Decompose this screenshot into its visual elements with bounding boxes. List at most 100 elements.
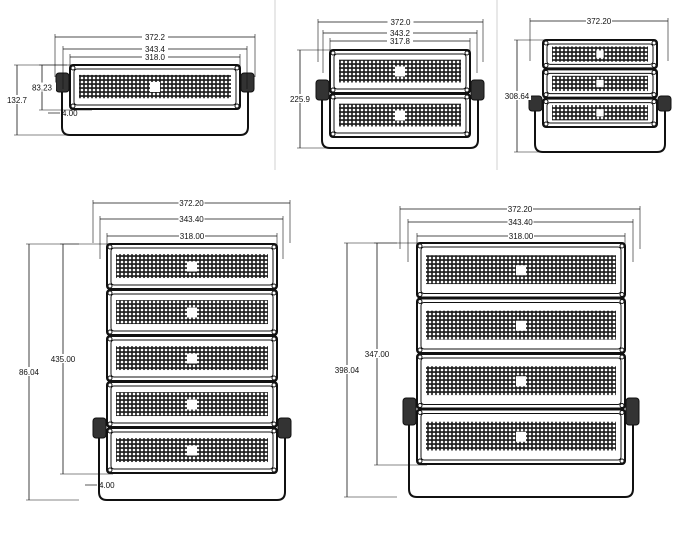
screw-icon bbox=[619, 347, 625, 353]
center-lens bbox=[395, 110, 405, 121]
adjustment-knob bbox=[277, 417, 292, 439]
adjustment-knob bbox=[625, 397, 640, 426]
dimension-label-bg bbox=[179, 231, 205, 240]
screw-icon bbox=[464, 87, 470, 93]
dimension-label-bg bbox=[3, 95, 31, 104]
screw-icon bbox=[619, 354, 625, 360]
screw-icon bbox=[107, 290, 113, 296]
dimension-label: 132.7 bbox=[7, 96, 28, 105]
offset-label: 4.00 bbox=[99, 481, 115, 490]
screw-icon bbox=[271, 375, 277, 381]
adjustment-knob bbox=[55, 72, 70, 93]
dimension-label: 343.2 bbox=[390, 29, 411, 38]
screw-icon bbox=[271, 428, 277, 434]
screw-icon bbox=[107, 336, 113, 342]
screw-icon bbox=[417, 243, 423, 249]
led-module-frame bbox=[420, 413, 622, 461]
dimension-label-bg bbox=[178, 214, 205, 223]
screw-icon bbox=[271, 382, 277, 388]
dimension-label: 372.20 bbox=[587, 17, 612, 26]
screw-icon bbox=[619, 403, 625, 408]
screw-icon bbox=[464, 131, 470, 137]
led-module-frame bbox=[110, 247, 274, 286]
dimension-label: 308.64 bbox=[505, 92, 530, 101]
led-module-frame bbox=[546, 102, 654, 124]
dimension-label-bg bbox=[142, 44, 168, 53]
screw-icon bbox=[619, 243, 625, 249]
dimension-label: 318.0 bbox=[145, 53, 166, 62]
led-module-frame bbox=[110, 293, 274, 332]
screw-icon bbox=[107, 375, 113, 381]
dimension-label: 343.40 bbox=[179, 215, 204, 224]
led-module-frame bbox=[110, 385, 274, 424]
dimension-label-bg bbox=[142, 52, 168, 61]
screw-icon bbox=[651, 69, 657, 75]
dimension-label: 372.20 bbox=[179, 199, 204, 208]
dimension-label-bg bbox=[286, 94, 314, 103]
screw-icon bbox=[651, 92, 657, 98]
center-lens bbox=[150, 82, 160, 92]
led-module-frame bbox=[110, 339, 274, 378]
adjustment-knob bbox=[657, 95, 672, 112]
screw-icon bbox=[271, 467, 277, 473]
dimension-label-bg bbox=[586, 16, 612, 25]
screw-icon bbox=[464, 50, 470, 56]
screw-icon bbox=[543, 62, 549, 68]
dimension-label-bg bbox=[178, 198, 205, 207]
adjustment-knob bbox=[402, 397, 417, 426]
center-lens bbox=[395, 66, 405, 77]
screw-icon bbox=[417, 403, 423, 408]
screw-icon bbox=[107, 467, 113, 473]
screw-icon bbox=[107, 329, 113, 335]
dimension-label-bg bbox=[507, 217, 534, 226]
screw-icon bbox=[619, 299, 625, 304]
screw-icon bbox=[464, 94, 470, 100]
dimension-label: 317.8 bbox=[390, 37, 411, 46]
dimension-label: 347.00 bbox=[365, 350, 390, 359]
dimension-label: 86.04 bbox=[19, 368, 40, 377]
screw-icon bbox=[271, 283, 277, 289]
screw-icon bbox=[234, 103, 240, 109]
center-lens bbox=[596, 50, 604, 58]
dimension-label: 318.00 bbox=[180, 232, 205, 241]
adjustment-knob bbox=[240, 72, 255, 93]
screw-icon bbox=[651, 99, 657, 105]
center-lens bbox=[187, 353, 197, 364]
dimension-label: 343.40 bbox=[508, 218, 533, 227]
offset-label: 4.00 bbox=[62, 109, 78, 118]
dimension-label: 372.2 bbox=[145, 33, 166, 42]
center-lens bbox=[187, 307, 197, 318]
screw-icon bbox=[107, 283, 113, 289]
mounting-bracket bbox=[321, 80, 479, 149]
mounting-bracket bbox=[61, 73, 249, 136]
center-lens bbox=[596, 79, 604, 88]
center-lens bbox=[187, 261, 197, 272]
screw-icon bbox=[271, 329, 277, 335]
screw-icon bbox=[271, 244, 277, 250]
led-module-frame bbox=[333, 97, 467, 134]
screw-icon bbox=[619, 458, 625, 464]
led-module-frame bbox=[110, 431, 274, 470]
center-lens bbox=[187, 445, 197, 456]
dimension-label: 398.04 bbox=[335, 366, 360, 375]
adjustment-knob bbox=[315, 79, 330, 101]
center-lens bbox=[187, 399, 197, 410]
adjustment-knob bbox=[528, 95, 543, 112]
led-module-frame bbox=[546, 43, 654, 65]
screw-icon bbox=[271, 421, 277, 427]
led-module-frame bbox=[420, 246, 622, 294]
screw-icon bbox=[330, 94, 336, 100]
screw-icon bbox=[107, 244, 113, 250]
screw-icon bbox=[543, 92, 549, 98]
screw-icon bbox=[543, 69, 549, 75]
screw-icon bbox=[417, 410, 423, 415]
screw-icon bbox=[107, 382, 113, 388]
screw-icon bbox=[651, 121, 657, 127]
led-module-frame bbox=[420, 357, 622, 405]
screw-icon bbox=[651, 40, 657, 46]
screw-icon bbox=[271, 336, 277, 342]
